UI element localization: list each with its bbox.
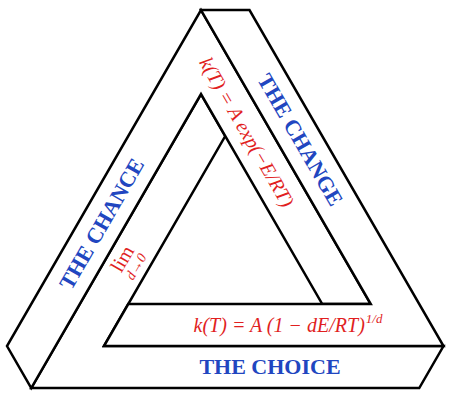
penrose-face — [104, 10, 444, 346]
formula: k(T) = A (1 − dE/RT) — [194, 315, 365, 335]
formula-group: k(T) = A (1 − dE/RT)1/d — [194, 315, 383, 335]
bar-label-group: THE CHOICE — [199, 356, 340, 378]
bar-label: THE CHOICE — [199, 356, 340, 378]
exponent: 1/d — [366, 312, 383, 325]
